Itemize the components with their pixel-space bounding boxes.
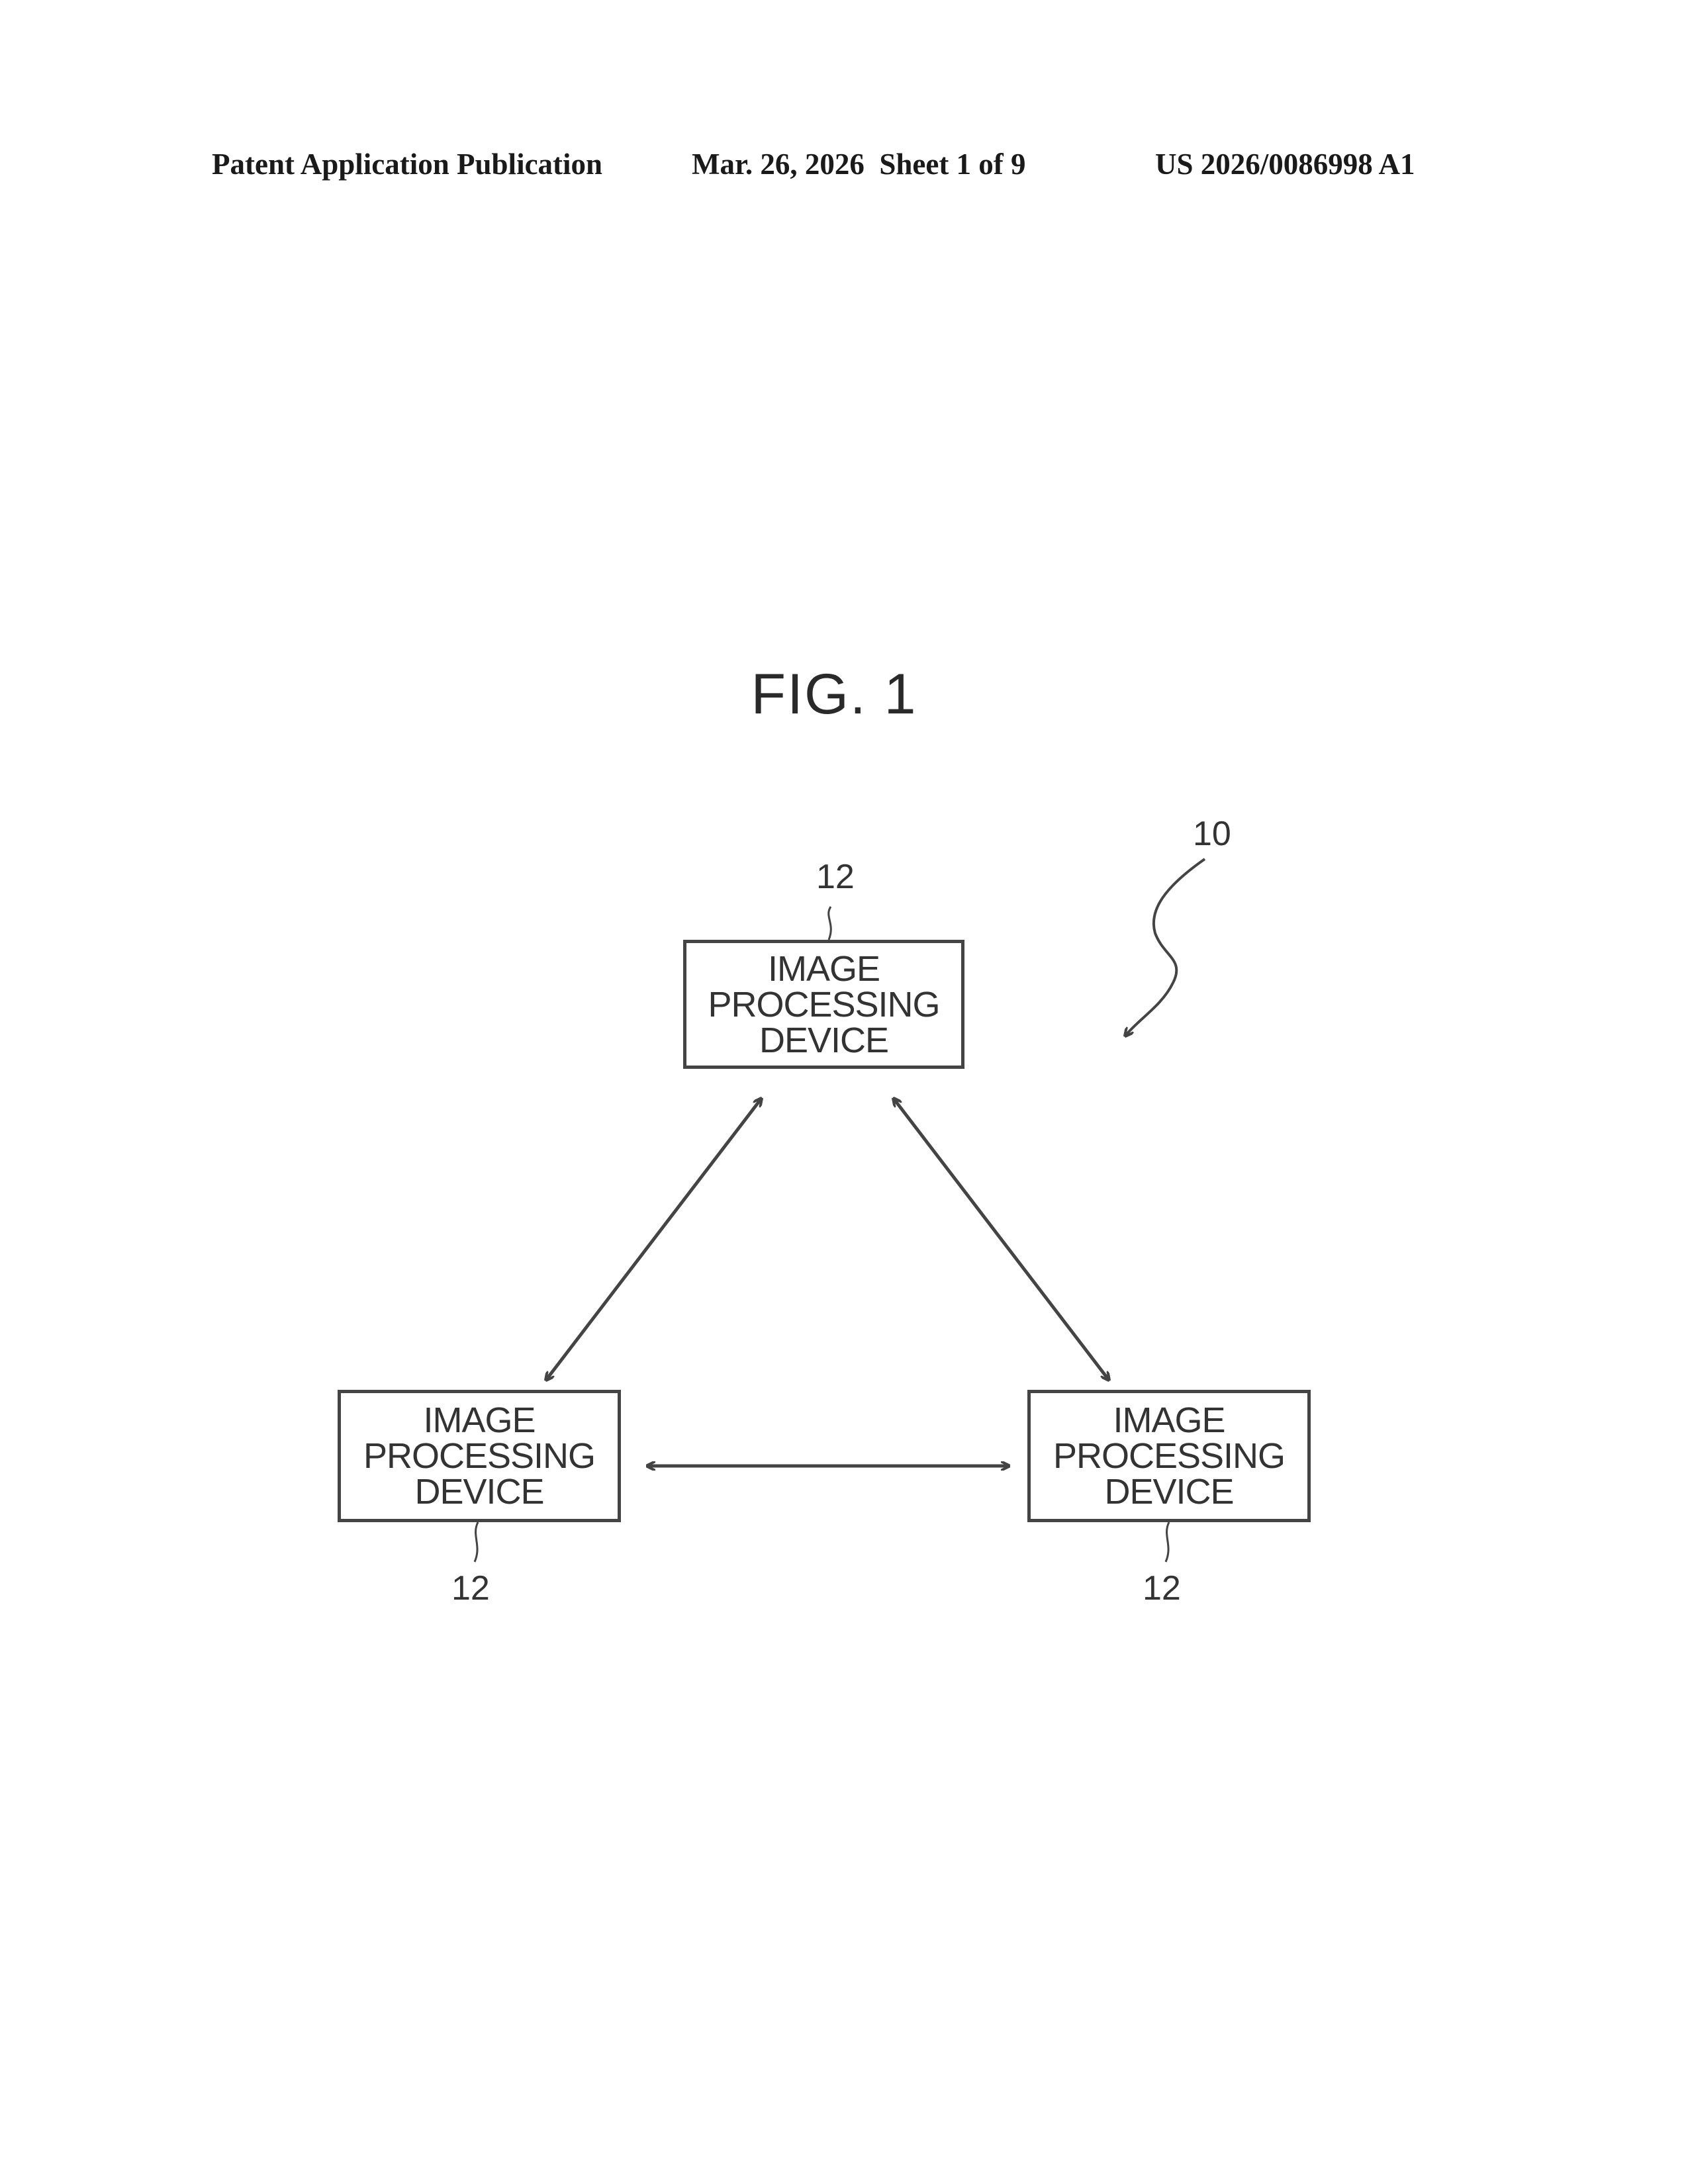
connection-top-right-arrow bbox=[894, 1099, 1109, 1380]
connection-top-left-arrow bbox=[546, 1099, 761, 1380]
reference-numeral-left-device: 12 bbox=[451, 1569, 490, 1608]
device-label-line: DEVICE bbox=[759, 1023, 888, 1058]
device-label-line: PROCESSING bbox=[708, 987, 939, 1023]
device-label-line: IMAGE bbox=[768, 951, 880, 987]
image-processing-device-box-left: IMAGE PROCESSING DEVICE bbox=[338, 1390, 621, 1522]
leader-line-top bbox=[829, 907, 831, 940]
device-label-line: DEVICE bbox=[1104, 1474, 1233, 1510]
device-label-line: PROCESSING bbox=[1053, 1438, 1285, 1474]
leader-line-right bbox=[1166, 1522, 1169, 1562]
reference-numeral-system: 10 bbox=[1193, 814, 1231, 854]
device-label-line: PROCESSING bbox=[363, 1438, 595, 1474]
device-label-line: IMAGE bbox=[423, 1402, 535, 1438]
image-processing-device-box-right: IMAGE PROCESSING DEVICE bbox=[1027, 1390, 1311, 1522]
reference-numeral-top-device: 12 bbox=[816, 857, 855, 897]
system-ref-squiggle-arrow bbox=[1125, 859, 1205, 1036]
image-processing-device-box-top: IMAGE PROCESSING DEVICE bbox=[683, 940, 964, 1069]
leader-line-left bbox=[475, 1522, 478, 1562]
reference-numeral-right-device: 12 bbox=[1143, 1569, 1181, 1608]
device-label-line: DEVICE bbox=[414, 1474, 543, 1510]
device-label-line: IMAGE bbox=[1113, 1402, 1225, 1438]
